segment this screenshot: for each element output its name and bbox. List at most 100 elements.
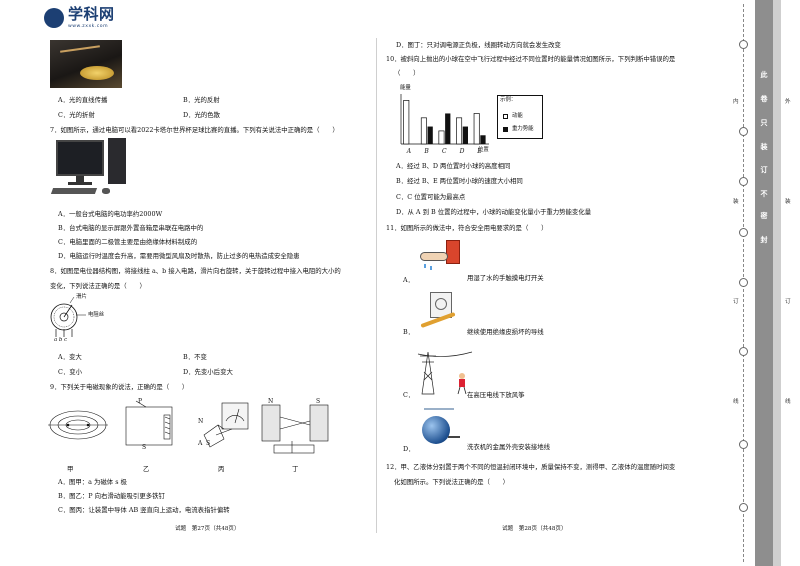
tick-label-E: E [476,148,482,155]
q8-option-d: D．先变小后变大 [183,368,233,376]
binding-hole [739,278,748,287]
q10-option-d: D．从 A 到 B 位置的过程中，小球的动能变化量小于重力势能变化量 [396,208,592,216]
tick-label-C: C [442,148,447,155]
washing-machine-image [418,408,462,448]
binding-hole [739,228,748,237]
q6-option-a: A．光的直线传播 [58,96,108,104]
right-footer: 试题 第28页（共48页） [502,526,567,532]
bar-kinetic-D [456,117,463,145]
legend-title: 示例： [500,97,517,103]
tick-label-D: D [459,148,465,155]
chart-xlabel: 位置 [478,147,489,153]
q12-stem-line2: 化如图所示。下列说法正确的是（ ） [394,478,510,486]
binding-hole [739,440,748,449]
q11-option-c-text: 在高压电线下放风筝 [467,391,525,399]
q9-option-a: A．图甲：a 为磁体 s 极 [58,478,127,486]
binding-char: 此 [760,71,768,79]
legend-swatch-potential [503,127,508,132]
q6-option-c: C．光的折射 [58,111,95,119]
chart-ylabel: 能量 [400,85,411,91]
potentiometer-diagram [50,296,86,337]
svg-text:N: N [268,398,273,405]
tick-label-A: A [406,148,412,155]
bar-kinetic-C [438,130,445,145]
q8-stem-line1: 8．如图是电位器结构图，将接线柱 a、b 接入电路，滑片向右旋转，关于旋转过程中… [50,267,341,275]
high-voltage-kite-image [417,351,473,395]
binding-side-char: 线 [733,399,739,405]
binding-hole [739,40,748,49]
bar-kinetic-A [403,100,410,145]
bar-potential-C [445,113,451,144]
svg-text:N: N [198,418,203,425]
binding-char: 只 [760,119,768,127]
q8-option-b: B．不变 [183,353,207,361]
bar-potential-D [462,126,468,144]
q10-stem-line1: 10．被斜向上抛出的小球在空中飞行过程中经过不同位置时的能量情况如图所示，下列判… [386,55,676,63]
q6-photo [50,40,122,88]
q11-option-a-text: 用湿了水的手触摸电灯开关 [467,274,544,282]
energy-bar-chart: A B C D E [400,94,489,155]
left-footer: 试题 第27页（共48页） [175,526,240,532]
q10-stem-line2: （ ） [394,69,420,77]
bar-kinetic-B [420,117,427,145]
q10-option-a: A．经过 B、D 两位置时小球的高度相同 [396,162,511,170]
binding-char: 装 [760,143,768,151]
q9-fig-label-1: 甲 [67,465,74,473]
q8-option-c: C．变小 [58,368,83,376]
legend-swatch-kinetic [503,114,508,119]
q7-option-a: A．一般台式电脑的电功率约2000W [58,210,163,218]
legend-label-potential: 重力势能 [512,126,534,132]
binding-char: 订 [760,166,768,174]
q8-option-a: A．变大 [58,353,82,361]
q6-option-b: B．光的反射 [183,96,220,104]
q7-option-c: C．电脑里面的二极管主要是由绝缘体材料制成的 [58,238,198,246]
q11-letter-d: D． [403,445,415,453]
q11-letter-b: B． [403,328,415,336]
binding-side-char: 装 [785,199,791,205]
q10-option-c: C．C 位置可能为最高点 [396,193,466,201]
q9-fig-label-4: 丁 [292,465,299,473]
svg-text:A: A [197,440,203,447]
binding-char: 密 [760,212,768,220]
q11-option-b-text: 继续使用绝缘皮损坏的导线 [467,328,544,336]
binding-hole [739,127,748,136]
logo-text: 学科网 [68,5,115,23]
q12-stem-line1: 12．甲、乙液体分别置于两个不同的恒温封闭环境中，质量保持不变，测得甲、乙液体的… [386,463,676,471]
binding-side-char: 订 [733,299,739,305]
q8-terminals: a b c [54,337,68,343]
q9-fig-label-2: 乙 [143,465,150,473]
computer-image [50,138,130,198]
q8-stem-line2: 变化，下列说法正确的是（ ） [50,282,146,290]
q8-label-wire: 电阻丝 [88,312,105,318]
legend-label-kinetic: 动能 [512,113,523,119]
q9-fig-label-3: 丙 [218,465,225,473]
binding-hole [739,503,748,512]
binding-side-char: 装 [733,199,739,205]
bar-kinetic-E [473,113,480,145]
q7-stem: 7．如图所示，通过电脑可以看2022卡塔尔世界杯足球比赛的直播。下列有关说法中正… [50,126,339,134]
logo-url: www.zxxk.com [68,24,109,29]
binding-hole [739,177,748,186]
q9-stem: 9．下列关于电磁现象的说法，正确的是（ ） [50,383,189,391]
q9-option-c: C．图丙：让装置中导体 AB 竖直向上运动，电流表指针偏转 [58,506,230,514]
q10-option-b: B．经过 B、E 两位置时小球的速度大小相同 [396,177,523,185]
svg-text:S: S [206,440,210,447]
binding-side-char: 订 [785,299,791,305]
binding-strip-dark [755,0,773,566]
damaged-wire-image [418,292,462,332]
wet-hand-switch-image [418,238,468,274]
column-divider [376,38,377,533]
binding-char: 不 [760,190,768,198]
binding-hole [739,347,748,356]
svg-text:S: S [142,444,146,451]
svg-text:S: S [316,398,320,405]
q11-letter-a: A． [403,276,415,284]
q7-option-b: B．台式电脑的显示屏跟外置音箱是串联在电路中的 [58,224,204,232]
tick-label-B: B [423,148,429,155]
logo-icon [44,8,64,28]
binding-char: 封 [760,236,768,244]
svg-text:P: P [138,398,142,405]
chart-legend [497,95,543,139]
q11-stem: 11．如图所示的做法中，符合安全用电要求的是（ ） [386,224,548,232]
q11-letter-c: C． [403,391,415,399]
